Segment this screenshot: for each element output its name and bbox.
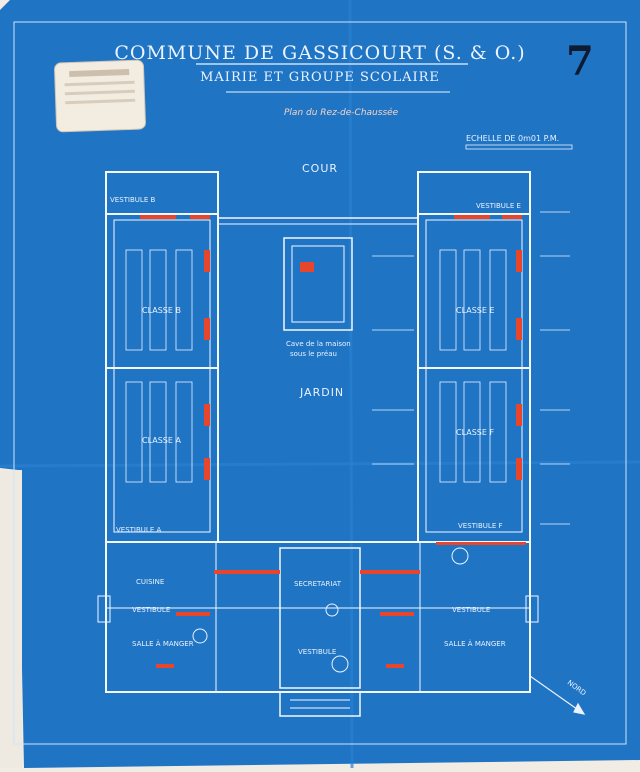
- class-f-label: CLASSE F: [456, 428, 495, 437]
- kitchen-label: CUISINE: [136, 578, 165, 586]
- class-a-label: CLASSE A: [142, 436, 181, 445]
- central-vestibule-label: VESTIBULE: [298, 648, 337, 656]
- left-vestibule-label: VESTIBULE: [132, 606, 171, 614]
- page-title: COMMUNE DE GASSICOURT (S. & O.): [114, 42, 526, 64]
- class-e-label: CLASSE E: [456, 306, 495, 315]
- left-dining-label: SALLE À MANGER: [132, 640, 194, 648]
- garden-label: JARDIN: [300, 386, 345, 399]
- page-subtitle: MAIRIE ET GROUPE SCOLAIRE: [200, 70, 440, 85]
- heating-marks: [140, 215, 526, 668]
- vestibule-f-label: VESTIBULE F: [458, 522, 503, 530]
- cellar-note-2: sous le préau: [290, 350, 337, 358]
- secretariat-label: SECRETARIAT: [294, 580, 342, 588]
- plan-note: Plan du Rez-de-Chaussée: [284, 108, 399, 118]
- scale-label: ECHELLE DE 0m01 P.M.: [466, 134, 560, 143]
- vestibule-a-label: VESTIBULE A: [116, 526, 162, 534]
- right-dining-label: SALLE À MANGER: [444, 640, 506, 648]
- court-label: COUR: [302, 162, 339, 175]
- vestibule-b-label: VESTIBULE B: [110, 196, 156, 204]
- north-arrow: [529, 675, 586, 715]
- cellar-note: Cave de la maison: [286, 340, 351, 348]
- right-vestibule-label: VESTIBULE: [452, 606, 491, 614]
- desks-class-b: [125, 249, 507, 483]
- class-b-label: CLASSE B: [142, 306, 181, 315]
- sheet-number: 7: [566, 38, 594, 85]
- vestibule-e-label: VESTIBULE E: [476, 202, 521, 210]
